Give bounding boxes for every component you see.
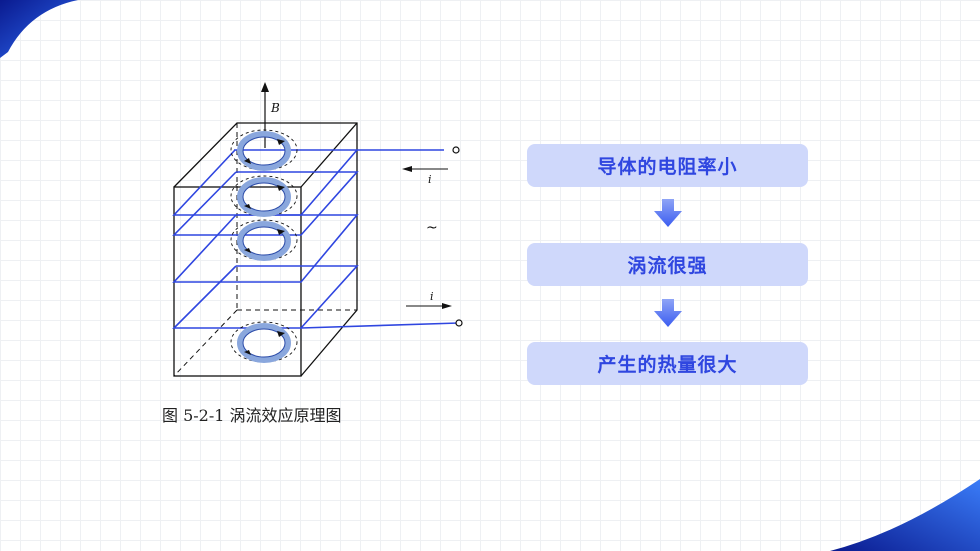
eddy-current-diagram: B i bbox=[172, 82, 463, 377]
terminal-bottom bbox=[455, 319, 463, 327]
corner-decoration-top-left bbox=[0, 0, 78, 58]
terminal-top bbox=[452, 146, 460, 154]
label-i-top: i bbox=[428, 173, 432, 186]
eddy-current-rings bbox=[237, 131, 291, 363]
figure-caption: 图 5-2-1 涡流效应原理图 bbox=[162, 406, 342, 425]
down-arrow-icon bbox=[654, 299, 682, 327]
eddy-current-rings-outline bbox=[242, 136, 286, 358]
flow-step-low-resistivity: 导体的电阻率小 bbox=[527, 144, 808, 187]
corner-decoration-bottom-right bbox=[830, 479, 980, 551]
label-i-bottom: i bbox=[430, 290, 434, 303]
flow-step-strong-eddy-current: 涡流很强 bbox=[527, 243, 808, 286]
label-b: B bbox=[270, 101, 280, 115]
conductor-block bbox=[173, 122, 358, 377]
b-field-arrowhead bbox=[261, 82, 269, 92]
label-tilde: ~ bbox=[426, 220, 438, 236]
down-arrow-icon bbox=[654, 199, 682, 227]
lamination-planes bbox=[172, 149, 460, 329]
hidden-edges bbox=[173, 123, 357, 377]
flow-step-large-heat: 产生的热量很大 bbox=[527, 342, 808, 385]
ring-arrowheads bbox=[244, 139, 285, 355]
